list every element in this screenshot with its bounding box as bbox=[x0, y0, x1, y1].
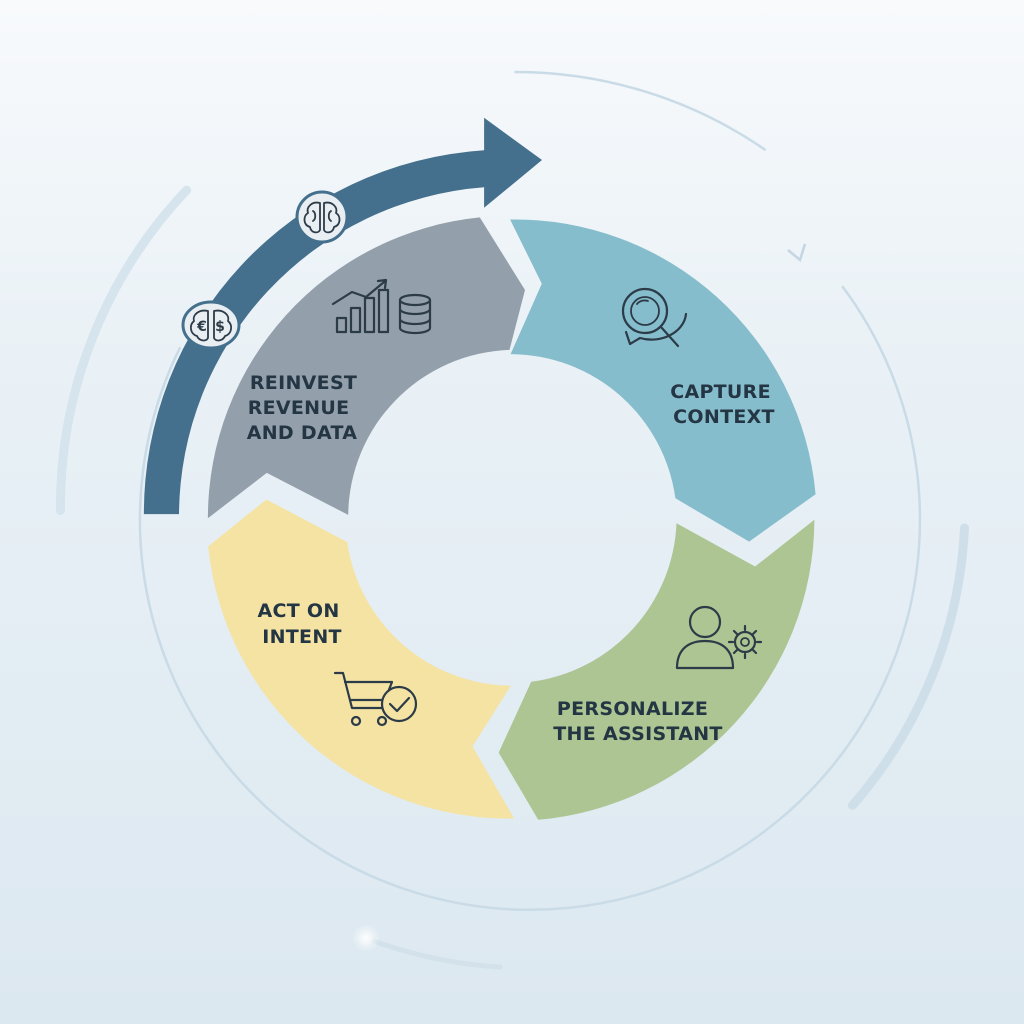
light-glow bbox=[352, 924, 380, 952]
segment-capture: CAPTURE CONTEXT bbox=[510, 219, 816, 542]
segment-act-label: ACT ON INTENT bbox=[258, 600, 347, 648]
background-rings bbox=[55, 70, 969, 970]
segment-reinvest: REINVEST REVENUE AND DATA bbox=[207, 217, 525, 519]
segment-act: ACT ON INTENT bbox=[208, 499, 515, 819]
segment-reinvest-label: REINVEST REVENUE AND DATA bbox=[247, 372, 364, 444]
chart-and-database-icon bbox=[331, 278, 432, 335]
outer-ring-right-arc bbox=[848, 523, 969, 810]
brain-icon bbox=[295, 190, 349, 244]
segment-act-shape bbox=[208, 499, 515, 819]
user-gear-icon bbox=[675, 605, 763, 670]
outer-ring-left-arc bbox=[55, 185, 192, 515]
ring-arrow-tick bbox=[787, 243, 807, 263]
svg-text:€: € bbox=[196, 319, 207, 335]
outer-arrow: € $ bbox=[143, 117, 542, 515]
svg-text:$: $ bbox=[215, 319, 225, 335]
segment-capture-label: CAPTURE CONTEXT bbox=[670, 381, 778, 428]
segment-personalize-label: PERSONALIZE THE ASSISTANT bbox=[553, 698, 722, 745]
outer-ring-top-arc bbox=[514, 70, 767, 152]
outer-ring-bottom-arc bbox=[371, 938, 503, 970]
segment-capture-shape bbox=[510, 219, 816, 542]
segment-personalize: PERSONALIZE THE ASSISTANT bbox=[498, 519, 815, 820]
money-brain-icon: € $ bbox=[181, 300, 241, 350]
outer-ring-thin bbox=[138, 285, 922, 911]
cart-check-icon bbox=[333, 671, 418, 727]
segment-reinvest-shape bbox=[207, 217, 525, 519]
magnifier-chat-icon bbox=[621, 287, 688, 348]
segment-personalize-shape bbox=[498, 519, 815, 820]
